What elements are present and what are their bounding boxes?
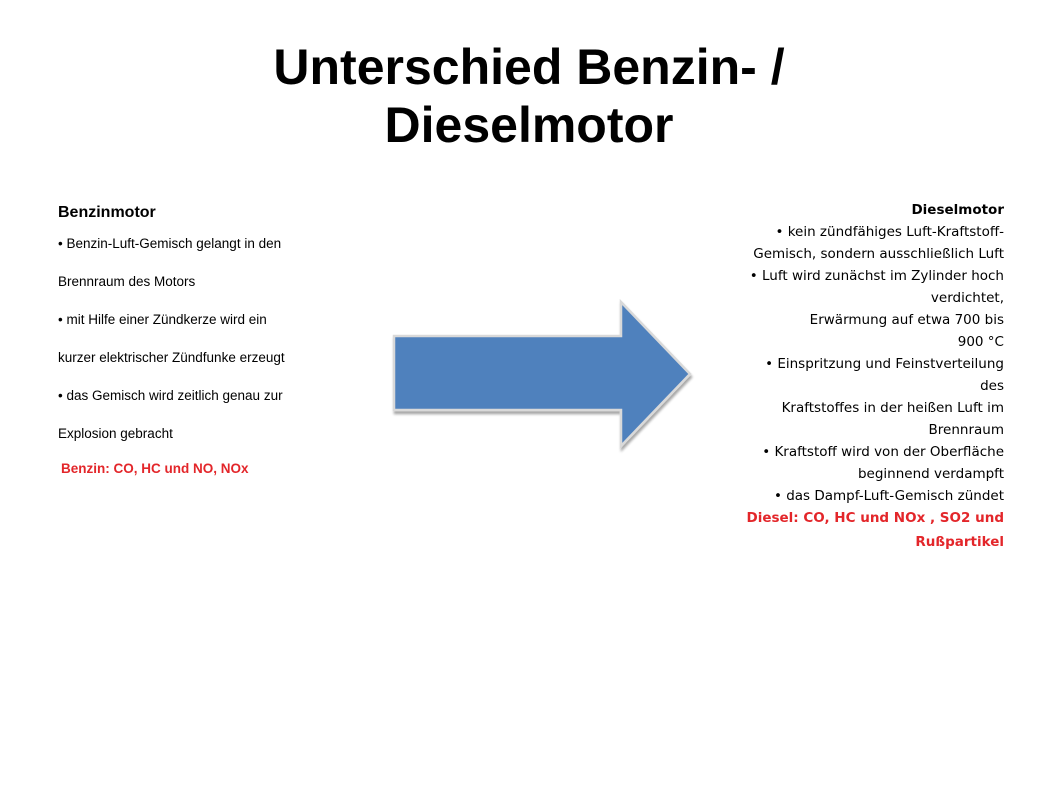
benzinmotor-line: • mit Hilfe einer Zündkerze wird ein xyxy=(58,312,267,327)
dieselmotor-line: beginnend verdampft xyxy=(857,466,1004,482)
dieselmotor-line: • kein zündfähiges Luft-Kraftstoff- xyxy=(775,224,1004,240)
benzinmotor-line: Explosion gebracht xyxy=(58,426,173,441)
dieselmotor-heading: Dieselmotor xyxy=(911,202,1004,218)
slide-title: Unterschied Benzin- / Dieselmotor xyxy=(0,38,1058,154)
diesel-emissions: Diesel: CO, HC und NOx , SO2 und xyxy=(746,510,1004,526)
dieselmotor-line: • Luft wird zunächst im Zylinder hoch xyxy=(749,268,1004,284)
dieselmotor-line: Brennraum xyxy=(928,422,1004,438)
benzinmotor-line: • das Gemisch wird zeitlich genau zur xyxy=(58,388,283,403)
dieselmotor-line: • Kraftstoff wird von der Oberfläche xyxy=(762,444,1004,460)
dieselmotor-line: • Einspritzung und Feinstverteilung xyxy=(765,356,1004,372)
dieselmotor-line: 900 °C xyxy=(957,334,1004,350)
dieselmotor-line: Erwärmung auf etwa 700 bis xyxy=(809,312,1004,328)
benzin-emissions: Benzin: CO, HC und NO, NOx xyxy=(61,461,249,476)
benzinmotor-column: Benzinmotor • Benzin-Luft-Gemisch gelang… xyxy=(58,200,358,479)
right-arrow-graphic xyxy=(392,298,692,450)
dieselmotor-column: Dieselmotor • kein zündfähiges Luft-Kraf… xyxy=(704,199,1004,553)
dieselmotor-line: Gemisch, sondern ausschließlich Luft xyxy=(753,246,1004,262)
benzinmotor-line: Brennraum des Motors xyxy=(58,274,196,289)
dieselmotor-line: des xyxy=(980,378,1004,394)
benzinmotor-heading: Benzinmotor xyxy=(58,204,156,221)
dieselmotor-line: • das Dampf-Luft-Gemisch zündet xyxy=(773,488,1004,504)
slide-title-line-1: Unterschied Benzin- / xyxy=(273,39,785,95)
dieselmotor-line: Kraftstoffes in der heißen Luft im xyxy=(781,400,1004,416)
slide-title-line-2: Dieselmotor xyxy=(384,97,674,153)
benzinmotor-line: • Benzin-Luft-Gemisch gelangt in den xyxy=(58,236,282,251)
right-arrow-icon xyxy=(388,296,708,466)
benzinmotor-line: kurzer elektrischer Zündfunke erzeugt xyxy=(58,350,285,365)
dieselmotor-line: verdichtet, xyxy=(930,290,1004,306)
diesel-emissions-continued: Rußpartikel xyxy=(915,534,1004,550)
